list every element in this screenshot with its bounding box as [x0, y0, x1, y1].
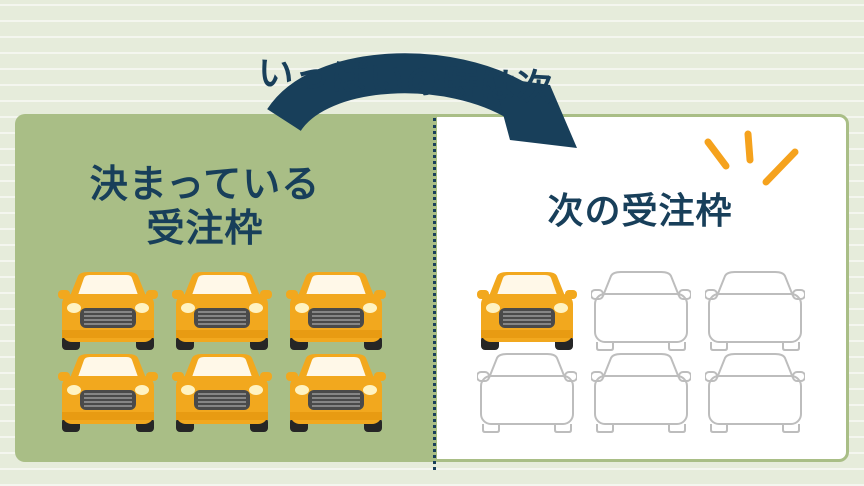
- next-order-slot-label: 次の受注枠: [547, 191, 733, 232]
- current-order-slot-label-line2: 受注枠: [146, 206, 264, 250]
- car-icon: [172, 270, 272, 352]
- car-outline-icon: [705, 270, 805, 352]
- spark-icon: [704, 130, 799, 186]
- car-outline-icon: [705, 352, 805, 434]
- car-outline-icon: [591, 352, 691, 434]
- car-icon: [58, 352, 158, 434]
- car-outline-icon: [477, 352, 577, 434]
- dotted-divider: [433, 118, 436, 470]
- car-icon: [58, 270, 158, 352]
- current-order-slot-label-line1: 決まっている: [89, 162, 321, 206]
- current-order-slot-label: 決まっている 受注枠: [40, 162, 370, 250]
- car-icon: [286, 270, 386, 352]
- car-icon: [477, 270, 577, 352]
- car-outline-icon: [591, 270, 691, 352]
- car-icon: [172, 352, 272, 434]
- car-icon: [286, 352, 386, 434]
